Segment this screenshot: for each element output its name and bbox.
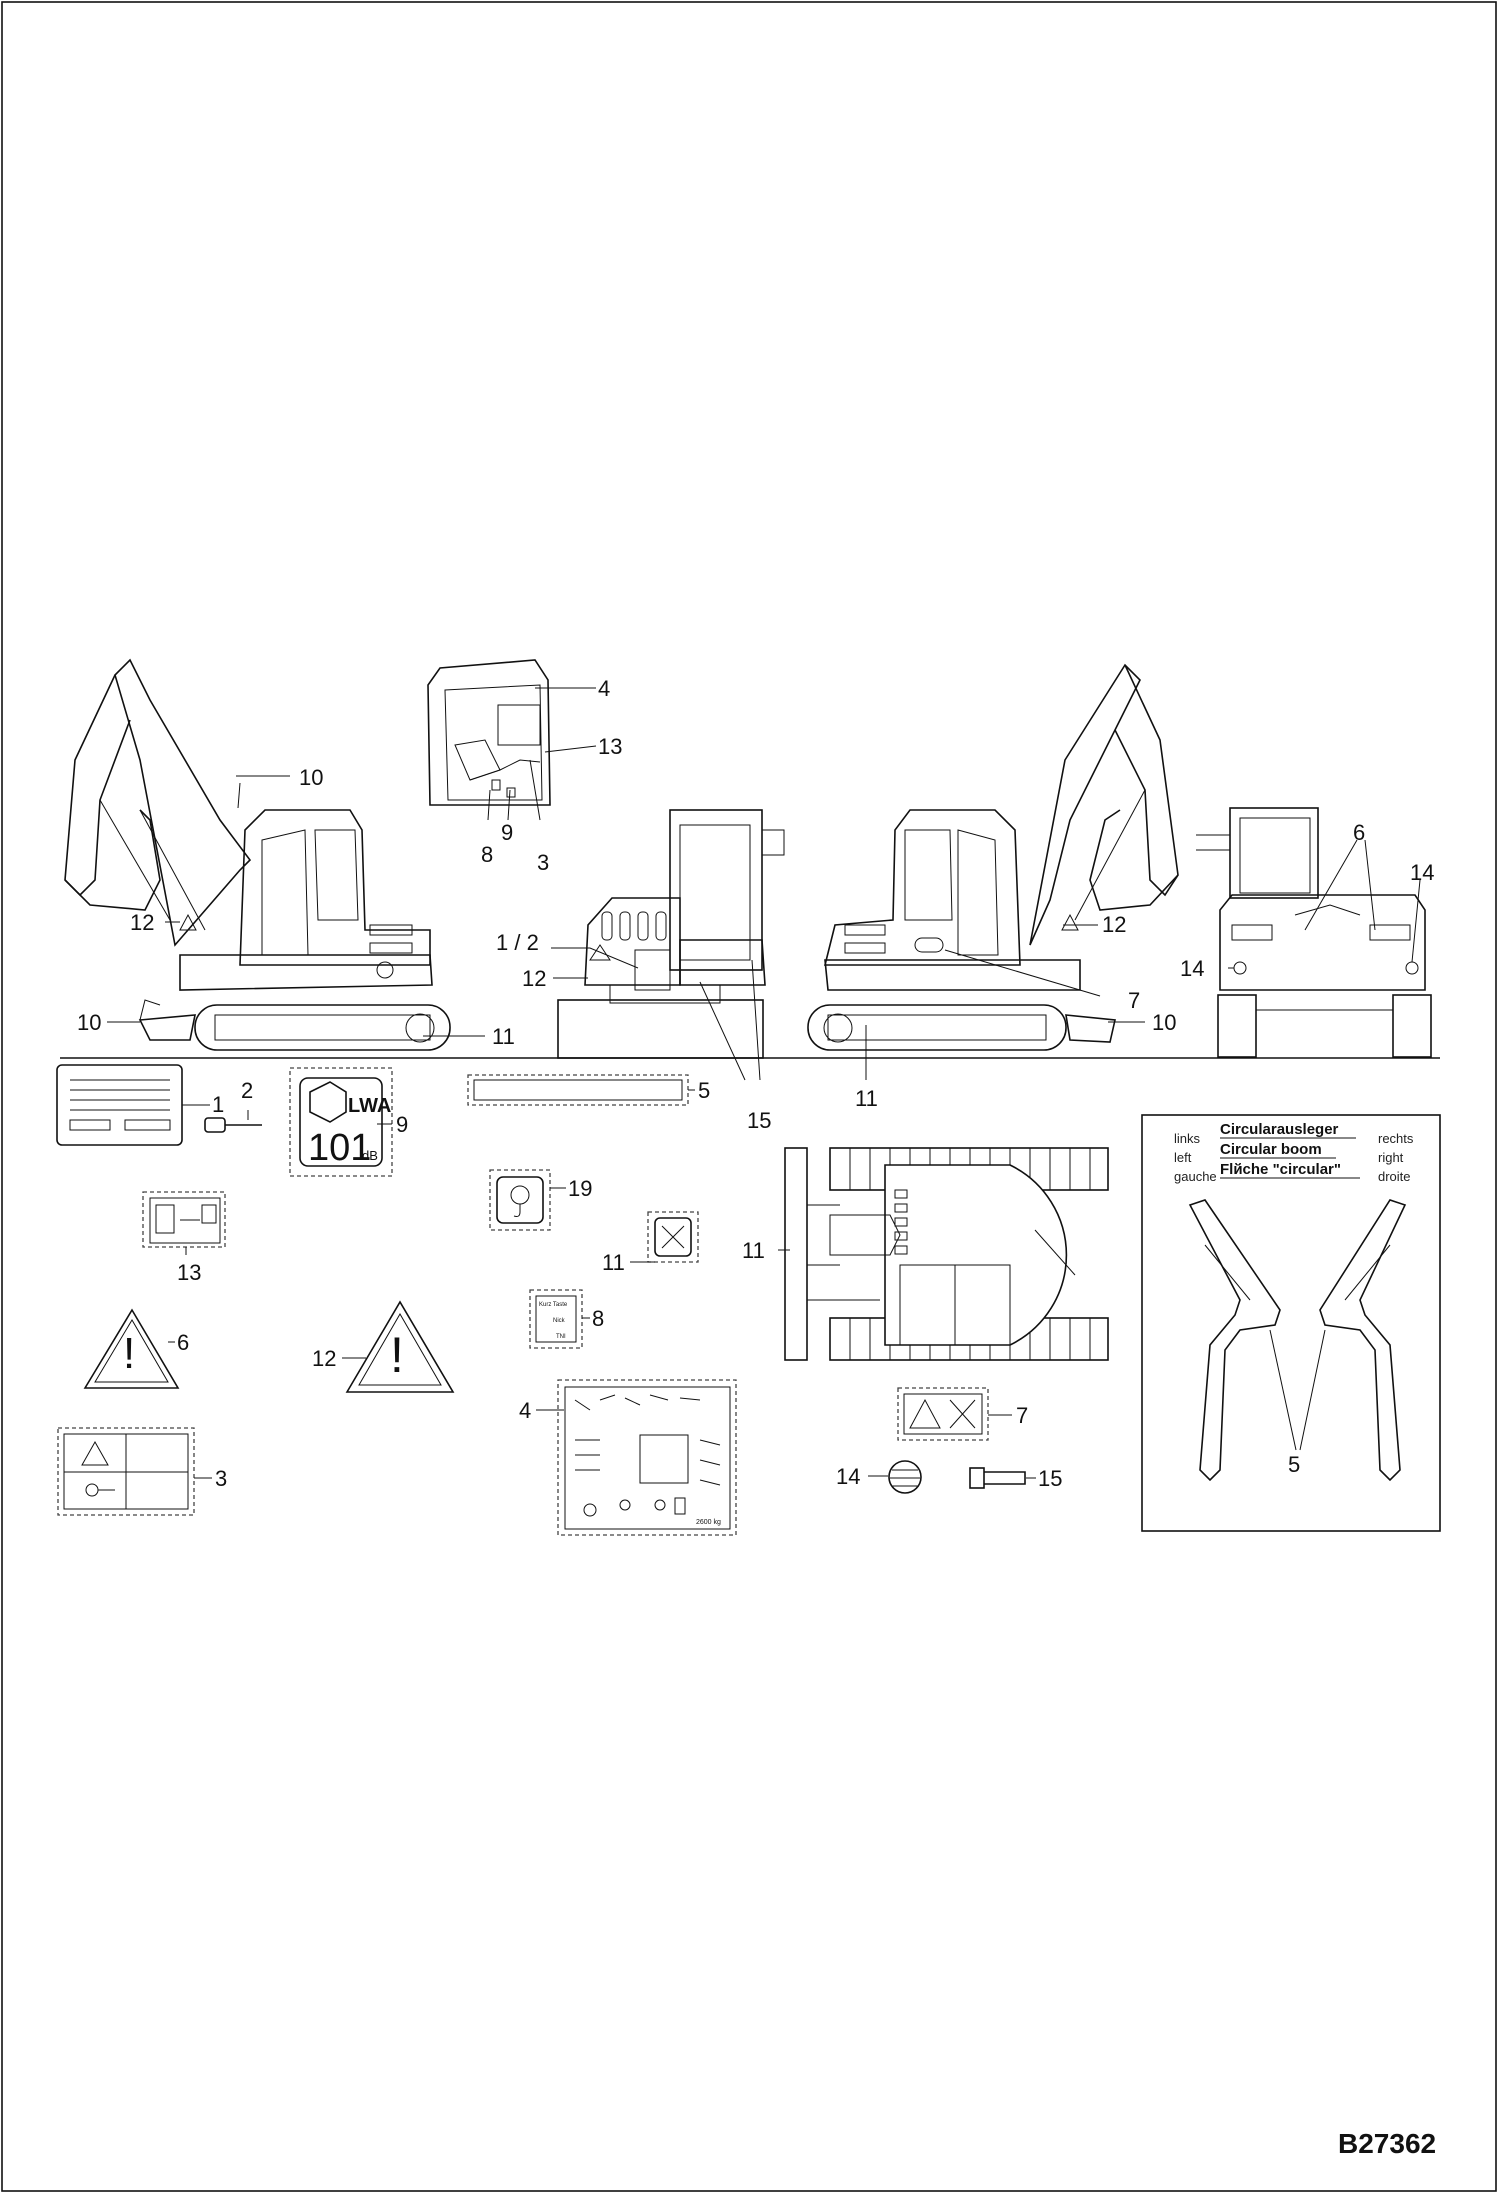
- tie-down-icon: [661, 1225, 685, 1249]
- callout-19-decal: 19: [568, 1176, 592, 1201]
- callout-14-rear-right: 14: [1410, 860, 1434, 885]
- excavator-top-view: [784, 1147, 1109, 1361]
- boom-title-de: Circularausleger: [1220, 1121, 1339, 1138]
- boom-right-de: rechts: [1378, 1131, 1414, 1146]
- decal8-line-3: TNI: [556, 1334, 566, 1340]
- cab-interior-view: [427, 659, 551, 806]
- callout-1-decal: 1: [212, 1092, 224, 1117]
- callout-13-cab: 13: [598, 734, 622, 759]
- decal-7: [897, 1387, 989, 1441]
- callout-13-decal: 13: [177, 1260, 201, 1285]
- excavator-left-side-view: [64, 658, 451, 1051]
- callout-7-decal: 7: [1016, 1403, 1028, 1428]
- decal-noise-level: LWA 101 dB: [289, 1067, 393, 1177]
- callout-7-right: 7: [1128, 988, 1140, 1013]
- decal-8: Kurz Taste Nick TNI: [529, 1289, 583, 1349]
- callout-1-2-front: 1 / 2: [496, 930, 539, 955]
- callout-14-part: 14: [836, 1464, 860, 1489]
- excavator-rear-view: [1196, 807, 1432, 1058]
- callout-4-cab: 4: [598, 676, 610, 701]
- callout-10-boom: 10: [299, 765, 323, 790]
- drawing-code: B27362: [1338, 2128, 1436, 2159]
- boom-right-fr: droite: [1378, 1169, 1411, 1184]
- callout-6-rear: 6: [1353, 820, 1365, 845]
- callout-numbers: 4 13 8 9 3 10 12 10 11 1 / 2 12 15 12 7 …: [77, 676, 1434, 1491]
- boom-title-en: Circular boom: [1220, 1141, 1322, 1158]
- callout-5-boom: 5: [1288, 1452, 1300, 1477]
- noise-lwa-text: LWA: [348, 1095, 391, 1117]
- decal-strip: [467, 1074, 689, 1106]
- callout-11-decal: 11: [602, 1250, 625, 1275]
- decal4-weight: 2600 kg: [696, 1519, 721, 1526]
- noise-icon: [309, 1081, 347, 1123]
- warning-triangle-large-icon: [345, 1300, 455, 1393]
- excavator-right-side-view: [807, 663, 1179, 1051]
- callout-3-decal: 3: [215, 1466, 227, 1491]
- boom-left-en: left: [1174, 1150, 1192, 1165]
- callout-5-decal: 5: [698, 1078, 710, 1103]
- noise-value: 101: [308, 1127, 371, 1169]
- circular-boom-box: links left gauche Circularausleger Circu…: [1141, 1114, 1441, 1532]
- decal-13: [142, 1191, 226, 1248]
- plug-part: [888, 1460, 922, 1494]
- decal-operation: 2600 kg: [557, 1379, 737, 1536]
- callout-10-right: 10: [1152, 1010, 1176, 1035]
- leader-lines: [107, 687, 1421, 1479]
- callout-15-front: 15: [747, 1108, 771, 1133]
- callout-11-right: 11: [855, 1086, 878, 1111]
- boom-left-de: links: [1174, 1131, 1201, 1146]
- decal8-line-2: Nick: [553, 1318, 566, 1324]
- callout-12-left: 12: [130, 910, 154, 935]
- callout-14-rear-left: 14: [1180, 956, 1204, 981]
- callout-11-left: 11: [492, 1024, 515, 1049]
- svg-text:!: !: [390, 1327, 404, 1383]
- callout-6-decal: 6: [177, 1330, 189, 1355]
- excavator-front-view: [557, 809, 785, 1059]
- callout-12-right: 12: [1102, 912, 1126, 937]
- decal-3: [57, 1427, 195, 1516]
- callout-3-cab: 3: [537, 850, 549, 875]
- decal8-line-1: Kurz Taste: [539, 1302, 568, 1308]
- decal-type-plate: [56, 1064, 183, 1146]
- callout-2-rivet: 2: [241, 1078, 253, 1103]
- callout-11-top: 11: [742, 1238, 765, 1263]
- callout-9-cab: 9: [501, 820, 513, 845]
- callout-12-front: 12: [522, 966, 546, 991]
- callout-10-left: 10: [77, 1010, 101, 1035]
- boom-left-fr: gauche: [1174, 1169, 1217, 1184]
- screw-part: [969, 1467, 1026, 1489]
- boom-right-en: right: [1378, 1150, 1404, 1165]
- callout-15-part: 15: [1038, 1466, 1062, 1491]
- svg-text:!: !: [123, 1329, 135, 1378]
- decal-hook: [489, 1169, 551, 1231]
- decal-tie-down: [647, 1211, 699, 1263]
- hook-icon: [510, 1185, 530, 1205]
- callout-8-cab: 8: [481, 842, 493, 867]
- rivet-part: [204, 1117, 262, 1133]
- boom-title-fr: Flйche "circular": [1220, 1161, 1341, 1178]
- warning-triangle-icon: [83, 1308, 180, 1389]
- callout-12-decal: 12: [312, 1346, 336, 1371]
- callout-4-decal: 4: [519, 1398, 531, 1423]
- noise-unit: dB: [362, 1148, 378, 1163]
- callout-8-decal: 8: [592, 1306, 604, 1331]
- callout-9-decal: 9: [396, 1112, 408, 1137]
